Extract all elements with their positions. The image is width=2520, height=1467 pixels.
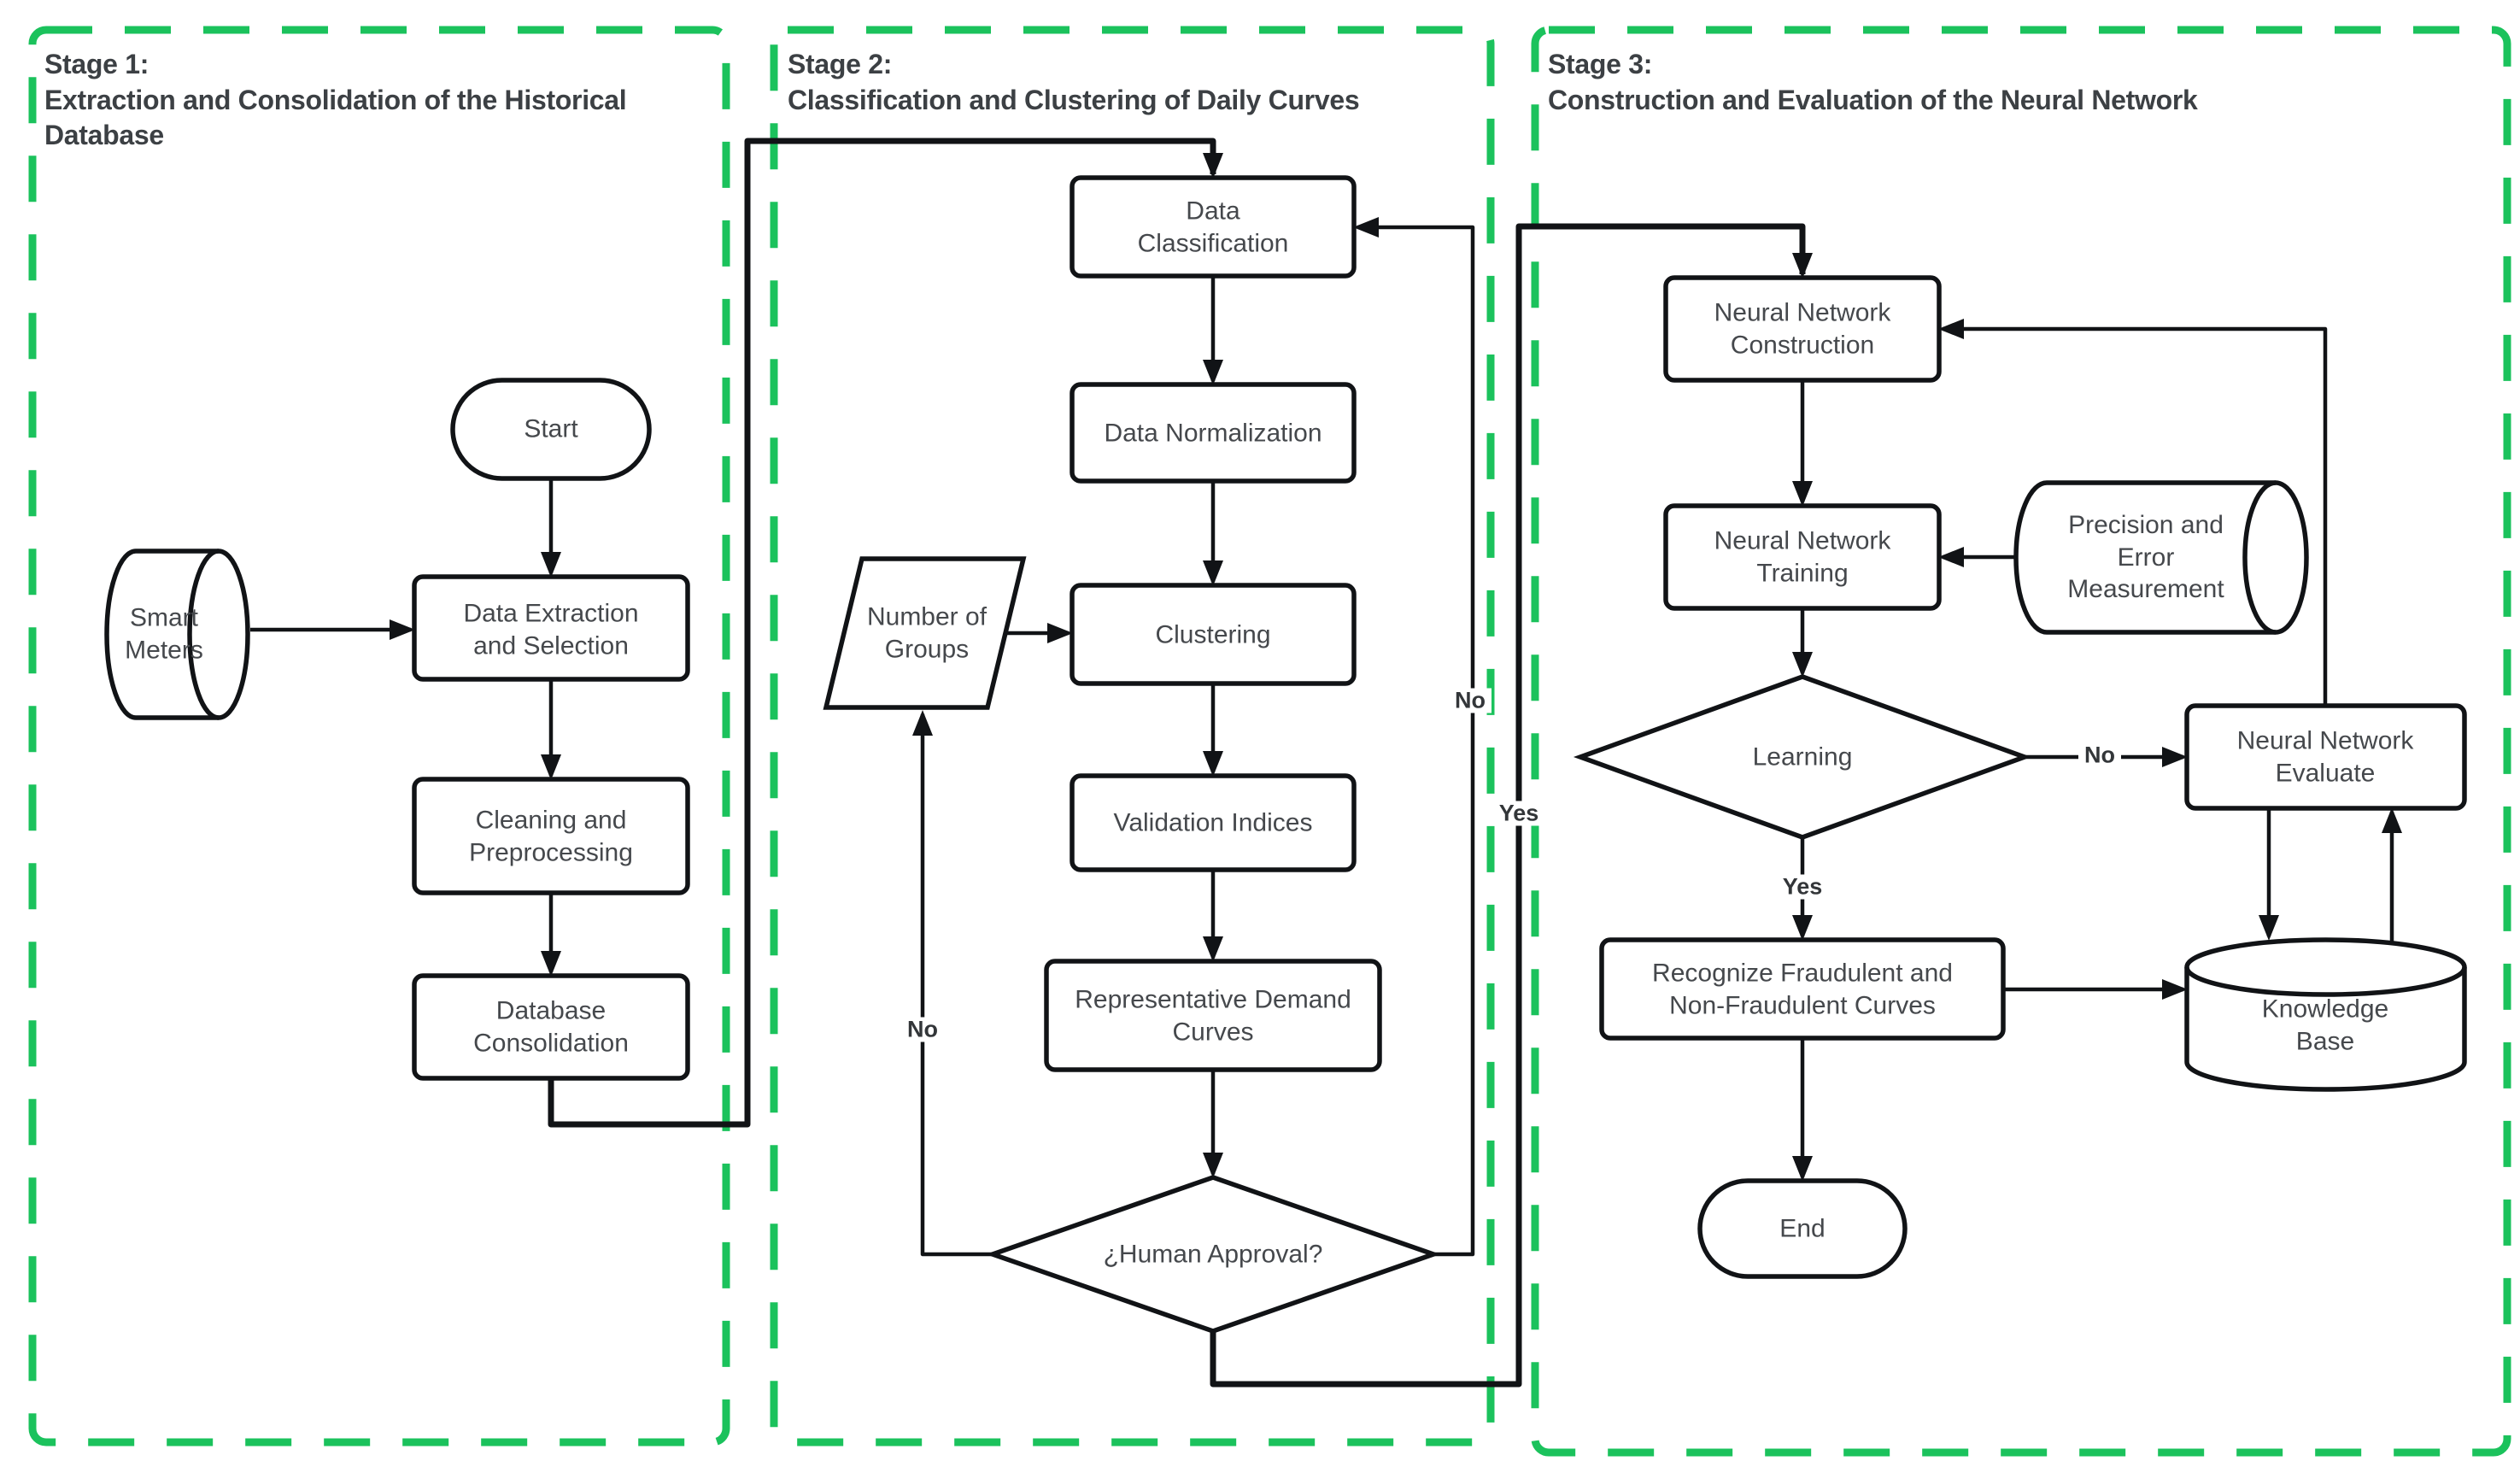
validation-indices-box — [1070, 773, 1357, 872]
stage2-header: Stage 2: Classification and Clustering of… — [788, 47, 1484, 118]
end-terminator — [1697, 1178, 1908, 1279]
learning-yes-label: Yes — [1776, 874, 1829, 900]
human-approval-label: ¿Human Approval? — [1103, 1240, 1323, 1269]
precision-error-cylinder-lid — [2242, 480, 2277, 635]
arrow-evaluate-to-construction — [1938, 319, 2328, 706]
nn-training-label: Neural Network Training — [1714, 526, 1891, 588]
representative-demand-label: Representative Demand Curves — [1075, 985, 1351, 1047]
data-classification-label: Data Classification — [1137, 197, 1289, 258]
approval-no-right-label: No — [1449, 688, 1491, 713]
cleaning-box — [412, 777, 690, 895]
nn-training-box — [1663, 503, 1942, 611]
data-normalization-label: Data Normalization — [1104, 419, 1322, 448]
stage1-header: Stage 1: Extraction and Consolidation of … — [44, 47, 719, 154]
end-label: End — [1779, 1214, 1826, 1243]
stage1-subtitle: Extraction and Consolidation of the Hist… — [44, 84, 627, 151]
data-classification-box — [1070, 175, 1357, 279]
arrow-consolidation-to-classification — [548, 138, 1223, 1128]
data-extraction-box — [412, 574, 690, 682]
representative-demand-box — [1044, 959, 1382, 1072]
stage1-title: Stage 1: — [44, 49, 149, 79]
stage3-title: Stage 3: — [1548, 49, 1653, 79]
start-label: Start — [524, 414, 578, 443]
smart-meters-label: Smart Meters — [125, 603, 203, 665]
data-extraction-label: Data Extraction and Selection — [463, 599, 639, 660]
nn-evaluate-box — [2184, 703, 2467, 811]
nn-construction-label: Neural Network Construction — [1714, 298, 1891, 360]
cleaning-label: Cleaning and Preprocessing — [469, 806, 633, 867]
nn-evaluate-label: Neural Network Evaluate — [2236, 726, 2414, 788]
number-of-groups-label: Number of Groups — [866, 602, 987, 664]
clustering-label: Clustering — [1155, 620, 1271, 649]
start-terminator — [450, 378, 652, 481]
approval-yes-label: Yes — [1492, 801, 1545, 826]
learning-no-label: No — [2078, 742, 2121, 768]
validation-indices-label: Validation Indices — [1113, 808, 1313, 837]
database-consolidation-label: Database Consolidation — [473, 996, 629, 1058]
stage3-border — [1531, 26, 2511, 1457]
learning-label: Learning — [1752, 742, 1853, 772]
arrow-approval-no-to-classification — [1353, 217, 1475, 1257]
approval-no-left-label: No — [901, 1017, 944, 1042]
recognize-box — [1599, 937, 2006, 1041]
data-normalization-box — [1070, 382, 1357, 484]
knowledge-base-cylinder-lid — [2184, 966, 2467, 997]
recognize-label: Recognize Fraudulent and Non-Fraudulent … — [1652, 959, 1953, 1020]
number-of-groups-parallelogram — [823, 556, 1027, 710]
knowledge-base-cylinder — [2184, 937, 2467, 1092]
stage2-title: Stage 2: — [788, 49, 893, 79]
clustering-box — [1070, 583, 1357, 686]
stage3-subtitle: Construction and Evaluation of the Neura… — [1548, 84, 2198, 115]
knowledge-base-label: Knowledge Base — [2261, 995, 2389, 1056]
stage1-border — [28, 26, 730, 1446]
nn-construction-box — [1663, 275, 1942, 383]
learning-diamond — [1573, 674, 2032, 840]
human-approval-diamond — [985, 1175, 1441, 1334]
precision-error-label: Precision and Error Measurement — [2067, 510, 2224, 603]
smart-meters-cylinder-lid — [187, 549, 220, 720]
database-consolidation-box — [412, 973, 690, 1081]
arrow-approval-no-to-groups — [912, 710, 993, 1257]
stage2-subtitle: Classification and Clustering of Daily C… — [788, 84, 1360, 115]
stage3-header: Stage 3: Construction and Evaluation of t… — [1548, 47, 2496, 118]
stage2-border — [770, 26, 1495, 1446]
